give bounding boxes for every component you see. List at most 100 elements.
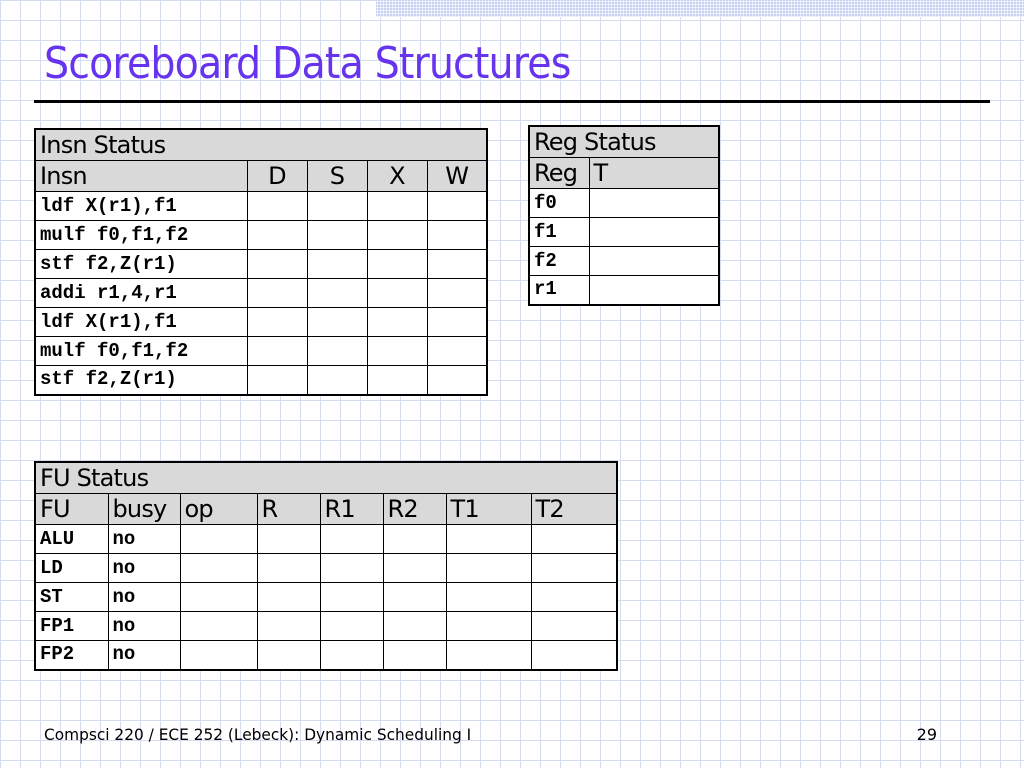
r1-cell	[319, 611, 384, 641]
table-row: FP1 no	[34, 611, 618, 641]
busy-cell: no	[107, 524, 181, 554]
stage-d-cell	[246, 220, 308, 250]
col-header-w: W	[426, 160, 488, 192]
r1-cell	[319, 553, 384, 583]
fu-name-cell: ST	[34, 582, 109, 612]
t2-cell	[530, 640, 618, 670]
stage-d-cell	[246, 336, 308, 366]
table-row: r1	[528, 275, 720, 305]
tag-cell	[588, 246, 720, 276]
tag-cell	[588, 188, 720, 218]
fu-status-title: FU Status	[34, 461, 618, 494]
insn-cell: ldf X(r1),f1	[34, 191, 248, 221]
col-header-busy: busy	[107, 493, 181, 525]
stage-s-cell	[306, 191, 368, 221]
r-cell	[256, 611, 321, 641]
busy-cell: no	[107, 582, 181, 612]
table-row: ldf X(r1),f1	[34, 307, 488, 337]
fu-status-header-row: FU busy op R R1 R2 T1 T2	[34, 493, 618, 525]
table-row: LD no	[34, 553, 618, 583]
stage-x-cell	[366, 249, 428, 279]
t1-cell	[445, 553, 532, 583]
reg-cell: f2	[528, 246, 590, 276]
stage-w-cell	[426, 191, 488, 221]
tag-cell	[588, 217, 720, 247]
table-row: ALU no	[34, 524, 618, 554]
t1-cell	[445, 611, 532, 641]
col-header-r: R	[256, 493, 321, 525]
slide-footer: Compsci 220 / ECE 252 (Lebeck): Dynamic …	[44, 725, 472, 744]
col-header-fu: FU	[34, 493, 109, 525]
stage-s-cell	[306, 278, 368, 308]
col-header-s: S	[306, 160, 368, 192]
t1-cell	[445, 640, 532, 670]
stage-x-cell	[366, 336, 428, 366]
r1-cell	[319, 640, 384, 670]
insn-cell: stf f2,Z(r1)	[34, 365, 248, 395]
op-cell	[179, 611, 258, 641]
op-cell	[179, 553, 258, 583]
reg-cell: f0	[528, 188, 590, 218]
col-header-t2: T2	[530, 493, 618, 525]
table-row: stf f2,Z(r1)	[34, 365, 488, 395]
r-cell	[256, 640, 321, 670]
insn-cell: ldf X(r1),f1	[34, 307, 248, 337]
stage-d-cell	[246, 191, 308, 221]
op-cell	[179, 582, 258, 612]
stage-s-cell	[306, 220, 368, 250]
insn-status-title: Insn Status	[34, 128, 488, 161]
r2-cell	[382, 611, 447, 641]
insn-cell: mulf f0,f1,f2	[34, 336, 248, 366]
stage-d-cell	[246, 365, 308, 395]
stage-x-cell	[366, 307, 428, 337]
stage-s-cell	[306, 336, 368, 366]
fu-status-table: FU Status FU busy op R R1 R2 T1 T2 ALU n…	[34, 461, 619, 671]
insn-cell: mulf f0,f1,f2	[34, 220, 248, 250]
col-header-x: X	[366, 160, 428, 192]
reg-cell: f1	[528, 217, 590, 247]
r-cell	[256, 553, 321, 583]
stage-w-cell	[426, 336, 488, 366]
insn-cell: addi r1,4,r1	[34, 278, 248, 308]
col-header-insn: Insn	[34, 160, 248, 192]
reg-status-title: Reg Status	[528, 125, 720, 158]
title-underline	[34, 100, 990, 103]
r2-cell	[382, 582, 447, 612]
table-row: mulf f0,f1,f2	[34, 336, 488, 366]
busy-cell: no	[107, 640, 181, 670]
busy-cell: no	[107, 611, 181, 641]
t2-cell	[530, 582, 618, 612]
table-row: f1	[528, 217, 720, 247]
t2-cell	[530, 553, 618, 583]
stage-x-cell	[366, 365, 428, 395]
r2-cell	[382, 553, 447, 583]
r2-cell	[382, 524, 447, 554]
fu-name-cell: LD	[34, 553, 109, 583]
t2-cell	[530, 611, 618, 641]
reg-status-table: Reg Status Reg T f0 f1 f2 r1	[528, 125, 720, 306]
col-header-d: D	[246, 160, 308, 192]
stage-w-cell	[426, 307, 488, 337]
table-row: ST no	[34, 582, 618, 612]
r1-cell	[319, 524, 384, 554]
stage-w-cell	[426, 278, 488, 308]
table-row: f0	[528, 188, 720, 218]
slide-title: Scoreboard Data Structures	[44, 38, 571, 89]
stage-d-cell	[246, 249, 308, 279]
table-row: mulf f0,f1,f2	[34, 220, 488, 250]
col-header-r1: R1	[319, 493, 384, 525]
stage-d-cell	[246, 278, 308, 308]
t1-cell	[445, 582, 532, 612]
col-header-reg: Reg	[528, 157, 590, 189]
insn-status-header-row: Insn D S X W	[34, 160, 488, 192]
t1-cell	[445, 524, 532, 554]
stage-s-cell	[306, 365, 368, 395]
fu-name-cell: FP2	[34, 640, 109, 670]
fu-name-cell: FP1	[34, 611, 109, 641]
stage-d-cell	[246, 307, 308, 337]
col-header-r2: R2	[382, 493, 447, 525]
op-cell	[179, 640, 258, 670]
tag-cell	[588, 275, 720, 305]
stage-x-cell	[366, 220, 428, 250]
corner-pattern-decoration	[376, 0, 1024, 17]
